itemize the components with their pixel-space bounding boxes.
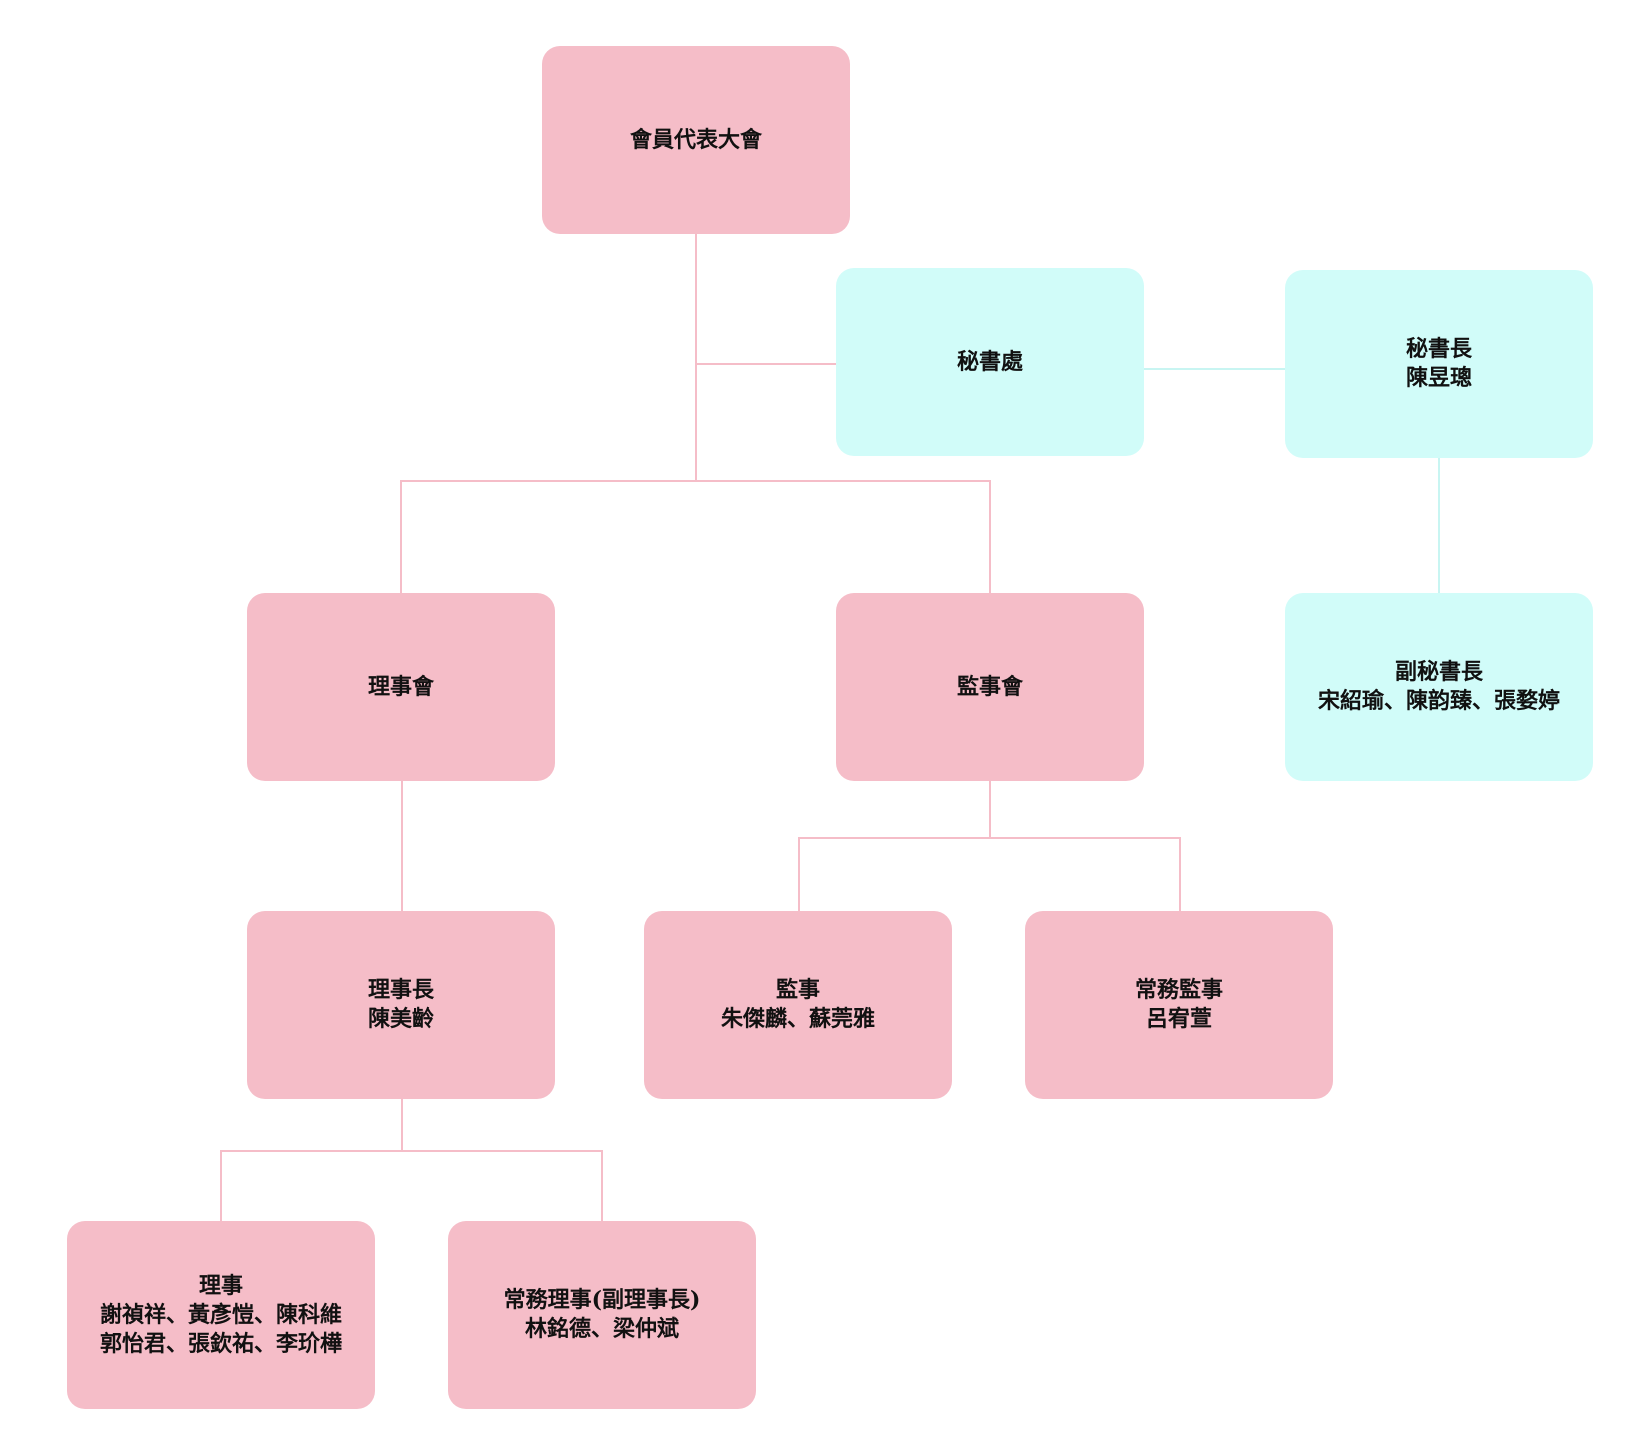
connector-board-split (400, 480, 991, 593)
node-text-line: 郭怡君、張欽祐、李玠樺 (99, 1330, 342, 1357)
node-text-line: 常務監事 (1134, 977, 1223, 1003)
node-text-line: 秘書長 (1405, 336, 1472, 362)
node-secretary-general: 秘書長陳昱璁 (1285, 270, 1593, 458)
node-board-of-directors: 理事會 (247, 593, 555, 781)
node-board-of-supervisors: 監事會 (836, 593, 1144, 781)
node-supervisors: 監事朱傑麟、蘇莞雅 (644, 911, 952, 1099)
node-secretariat: 秘書處 (836, 268, 1144, 456)
node-chairman: 理事長陳美齡 (247, 911, 555, 1099)
node-text-line: 理事長 (367, 977, 434, 1003)
node-standing-directors: 常務理事(副理事長) 林銘德、梁仲斌 (448, 1221, 756, 1409)
node-text-line: 監事 (775, 977, 820, 1003)
node-text-line: 呂宥萱 (1145, 1006, 1212, 1032)
node-directors: 理事謝禎祥、黃彥愷、陳科維郭怡君、張欽祐、李玠樺 (67, 1221, 375, 1409)
node-standing-supervisor: 常務監事呂宥萱 (1025, 911, 1333, 1099)
node-text-line: 常務理事(副理事長) (503, 1287, 701, 1313)
node-text-line: 會員代表大會 (629, 126, 762, 153)
node-text-line: 陳美齡 (367, 1006, 434, 1032)
connector-directors-split (220, 1150, 603, 1221)
node-text-line: 副秘書長 (1394, 659, 1483, 685)
connector-supervisors-split (798, 837, 1181, 911)
node-text-line: 理事 (198, 1272, 243, 1299)
node-deputy-secretary-general: 副秘書長宋紹瑜、陳韵臻、張婺婷 (1285, 593, 1593, 781)
node-text-line: 宋紹瑜、陳韵臻、張婺婷 (1317, 688, 1560, 714)
node-text-line: 理事會 (367, 673, 434, 700)
node-text-line: 秘書處 (956, 348, 1023, 375)
node-text-line: 朱傑麟、蘇莞雅 (720, 1006, 875, 1032)
node-text-line: 林銘德、梁仲斌 (524, 1316, 679, 1342)
node-members-assembly: 會員代表大會 (542, 46, 850, 234)
node-text-line: 監事會 (956, 673, 1023, 700)
node-text-line: 陳昱璁 (1405, 365, 1472, 391)
node-text-line: 謝禎祥、黃彥愷、陳科維 (99, 1301, 342, 1328)
